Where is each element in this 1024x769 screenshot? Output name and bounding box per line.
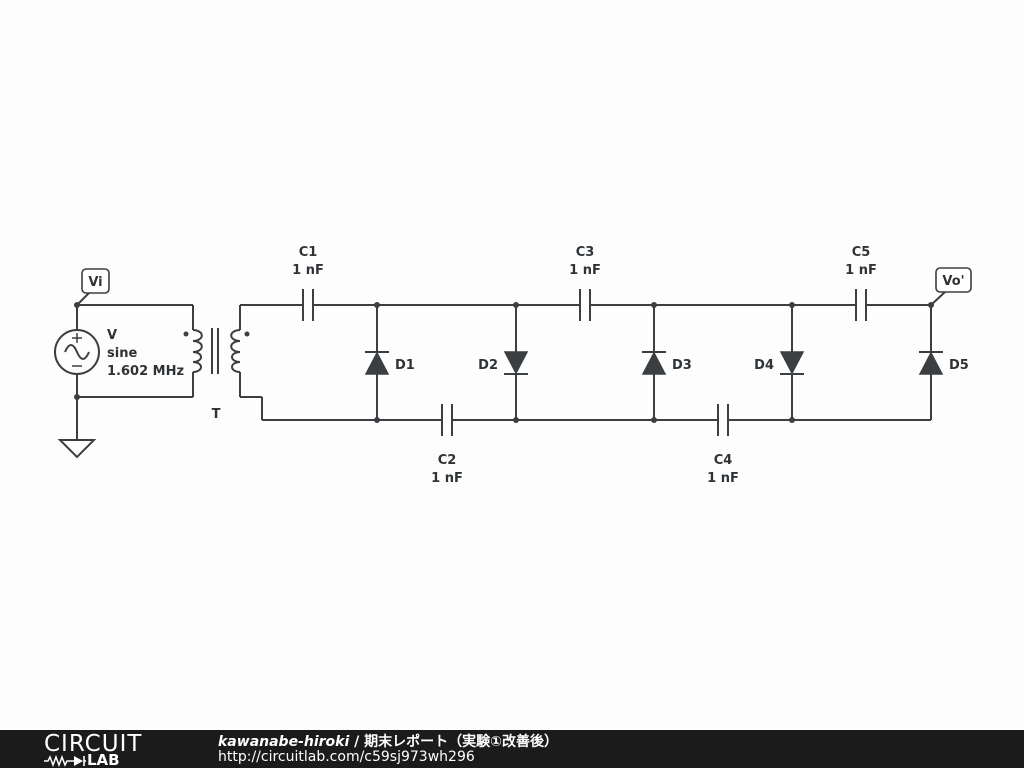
d4-label: D4 — [754, 358, 774, 373]
junction-node — [789, 417, 795, 423]
source-name: V — [107, 328, 117, 343]
c1-value: 1 nF — [292, 263, 324, 278]
junction-node — [374, 417, 380, 423]
input-flag[interactable]: Vi — [76, 268, 110, 306]
c3-value: 1 nF — [569, 263, 601, 278]
diode-d1[interactable] — [364, 305, 390, 420]
d5-label: D5 — [949, 358, 969, 373]
c4-name: C4 — [714, 453, 733, 468]
capacitor-c5[interactable] — [855, 289, 867, 321]
ground-symbol — [57, 439, 97, 459]
junction-node — [513, 302, 519, 308]
d3-label: D3 — [672, 358, 692, 373]
junction-node — [374, 302, 380, 308]
footer-bar: CIRCUIT LAB kawanabe-hiroki / 期末レポート（実験①… — [0, 730, 1024, 769]
diode-d2[interactable] — [503, 305, 529, 420]
capacitor-c4[interactable] — [717, 404, 729, 436]
c2-value: 1 nF — [431, 471, 463, 486]
source-frequency: 1.602 MHz — [107, 364, 184, 379]
c5-name: C5 — [852, 245, 871, 260]
capacitor-c1[interactable] — [302, 289, 314, 321]
circuit-title: 期末レポート（実験①改善後） — [364, 734, 559, 750]
source-type: sine — [107, 346, 137, 361]
junction-node — [513, 417, 519, 423]
author-link[interactable]: kawanabe-hiroki — [218, 734, 350, 750]
circuit-schematic: V sine 1.602 MHz Vi T C1 — [54, 245, 972, 486]
output-flag-label: Vo' — [942, 274, 964, 289]
c5-value: 1 nF — [845, 263, 877, 278]
c2-name: C2 — [438, 453, 457, 468]
diode-d4[interactable] — [779, 305, 805, 420]
junction-node — [789, 302, 795, 308]
junction-node — [651, 302, 657, 308]
output-flag[interactable]: Vo' — [930, 267, 972, 306]
diode-d5[interactable] — [918, 305, 944, 420]
junction-node — [651, 417, 657, 423]
logo-lab-text: LAB — [87, 751, 120, 769]
logo-resistor-diode-icon — [44, 754, 86, 768]
c3-name: C3 — [576, 245, 595, 260]
capacitor-c3[interactable] — [579, 289, 591, 321]
capacitor-c2[interactable] — [441, 404, 453, 436]
diode-d3[interactable] — [641, 305, 667, 420]
logo-circuit-text: CIRCUIT — [44, 731, 143, 757]
d2-label: D2 — [478, 358, 498, 373]
footer-author-line: kawanabe-hiroki / 期末レポート（実験①改善後） — [218, 731, 558, 751]
c4-value: 1 nF — [707, 471, 739, 486]
input-flag-label: Vi — [88, 275, 102, 290]
transformer-label: T — [212, 407, 221, 422]
separator: / — [349, 734, 365, 750]
voltage-source[interactable] — [54, 305, 100, 440]
circuit-url-link[interactable]: http://circuitlab.com/c59sj973wh296 — [218, 749, 475, 765]
c1-name: C1 — [299, 245, 318, 260]
transformer[interactable] — [183, 328, 250, 374]
d1-label: D1 — [395, 358, 415, 373]
